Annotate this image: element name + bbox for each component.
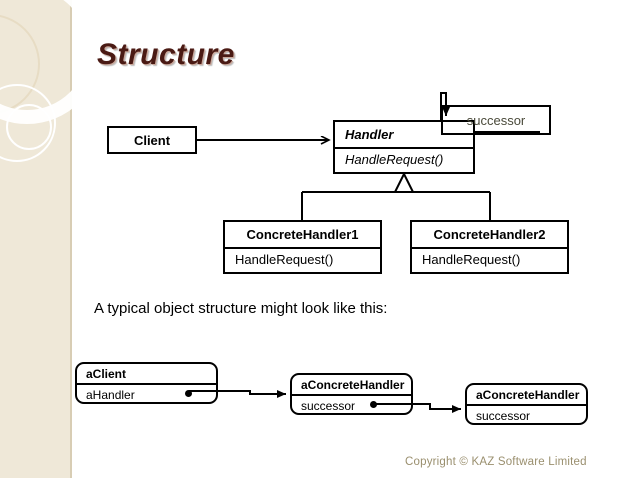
object-box-a-concrete-handler-2-divider <box>467 404 586 406</box>
object-box-a-client-field: aHandler <box>86 387 135 402</box>
class-box-concrete-handler-2-divider <box>412 247 567 249</box>
class-box-handler-divider <box>335 147 473 149</box>
object-box-a-concrete-handler-1-divider <box>292 394 411 396</box>
class-box-concrete-handler-1-divider <box>225 247 380 249</box>
body-text: A typical object structure might look li… <box>94 300 388 317</box>
object-box-a-concrete-handler-1-name: aConcreteHandler <box>301 377 405 392</box>
class-box-concrete-handler-2-name: ConcreteHandler2 <box>433 227 546 242</box>
object-box-a-concrete-handler-1: aConcreteHandler successor <box>290 373 413 415</box>
class-box-concrete-handler-1-name: ConcreteHandler1 <box>246 227 359 242</box>
successor-association-box: successor <box>441 105 551 135</box>
footer-copyright: Copyright © KAZ Software Limited <box>405 456 587 468</box>
page-title: Structure <box>97 38 235 71</box>
object-box-a-concrete-handler-2-name: aConcreteHandler <box>476 387 580 402</box>
object-box-a-concrete-handler-2: aConcreteHandler successor <box>465 383 588 425</box>
class-box-handler-name: Handler <box>345 127 394 142</box>
class-box-client: Client <box>107 126 197 154</box>
class-box-concrete-handler-2-operation: HandleRequest() <box>422 252 521 267</box>
class-box-concrete-handler-1: ConcreteHandler1 HandleRequest() <box>223 220 382 274</box>
generalization-triangle <box>393 171 415 193</box>
link-dot-a-concrete-handler-1 <box>370 401 377 408</box>
successor-label: successor <box>466 112 526 128</box>
class-box-concrete-handler-2: ConcreteHandler2 HandleRequest() <box>410 220 569 274</box>
object-box-a-concrete-handler-1-field: successor <box>301 398 356 413</box>
class-box-client-name: Client <box>133 132 171 148</box>
left-band-edge <box>70 0 72 478</box>
class-box-handler-operation: HandleRequest() <box>345 152 444 167</box>
object-box-a-client-divider <box>77 383 216 385</box>
link-dot-a-client <box>185 390 192 397</box>
object-box-a-client-name: aClient <box>86 366 127 381</box>
object-box-a-concrete-handler-2-field: successor <box>476 408 531 423</box>
object-box-a-client: aClient aHandler <box>75 362 218 404</box>
class-box-concrete-handler-1-operation: HandleRequest() <box>235 252 334 267</box>
decorative-circle-small <box>6 104 52 150</box>
